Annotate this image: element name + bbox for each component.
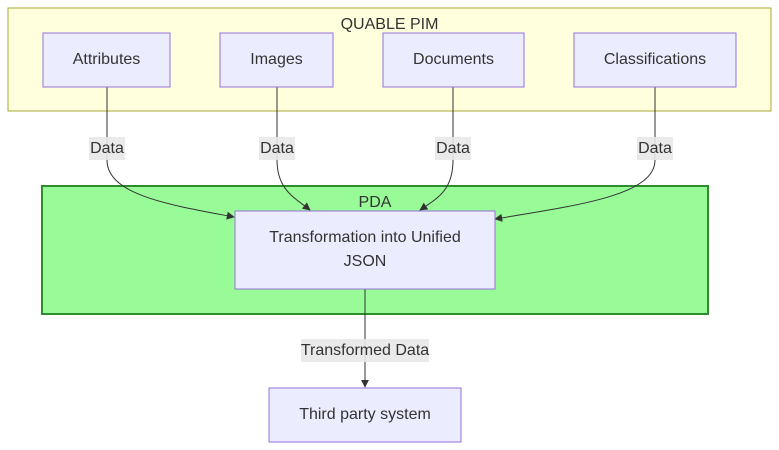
cluster-pda-box bbox=[41, 185, 709, 315]
svg-text:Data: Data bbox=[638, 140, 672, 157]
svg-text:Data: Data bbox=[260, 140, 294, 157]
edge-label-transformed-data: Transformed Data bbox=[301, 339, 429, 362]
node-attributes[interactable]: Attributes bbox=[42, 32, 171, 88]
edge-attributes-to-transformation bbox=[106, 87, 235, 220]
node-attributes-box[interactable] bbox=[42, 32, 171, 88]
node-documents-box[interactable] bbox=[382, 32, 525, 88]
node-transformation-label-line-1: Transformation into Unified bbox=[269, 229, 461, 246]
node-images-label: Images bbox=[250, 51, 302, 68]
node-documents-label: Documents bbox=[413, 51, 494, 68]
edge-label-classifications-data: Data bbox=[637, 137, 673, 160]
node-documents[interactable]: Documents bbox=[382, 32, 525, 88]
node-third-party-system[interactable]: Third party system bbox=[268, 387, 462, 443]
edge-label-documents-data: Data bbox=[435, 137, 471, 160]
node-third-party-system-label: Third party system bbox=[299, 406, 431, 423]
node-transformation[interactable]: Transformation into Unified JSON bbox=[234, 210, 496, 290]
node-attributes-label: Attributes bbox=[73, 51, 141, 68]
svg-text:Transformed Data: Transformed Data bbox=[301, 342, 429, 359]
node-classifications-label: Classifications bbox=[604, 51, 706, 68]
edge-label-images-data: Data bbox=[259, 137, 295, 160]
node-images[interactable]: Images bbox=[219, 32, 334, 88]
edge-documents-to-transformation bbox=[419, 87, 454, 211]
svg-text:Data: Data bbox=[436, 140, 470, 157]
node-classifications[interactable]: Classifications bbox=[573, 32, 737, 88]
edge-labels: Data Data Data Data Transformed Data bbox=[89, 137, 673, 362]
node-transformation-label-line-2: JSON bbox=[344, 253, 387, 270]
cluster-pda: PDA bbox=[41, 185, 709, 315]
node-classifications-box[interactable] bbox=[573, 32, 737, 88]
nodes: Attributes Images Documents Classificati… bbox=[42, 32, 737, 443]
edge-classifications-to-transformation bbox=[494, 87, 656, 222]
edge-images-to-transformation bbox=[276, 87, 311, 211]
node-images-box[interactable] bbox=[219, 32, 334, 88]
cluster-pda-label: PDA bbox=[359, 194, 392, 211]
edges bbox=[106, 87, 656, 388]
svg-text:Data: Data bbox=[90, 140, 124, 157]
node-transformation-box[interactable] bbox=[234, 210, 496, 290]
edge-label-attributes-data: Data bbox=[89, 137, 125, 160]
node-third-party-system-box[interactable] bbox=[268, 387, 462, 443]
cluster-quable-pim-label: QUABLE PIM bbox=[341, 16, 439, 33]
